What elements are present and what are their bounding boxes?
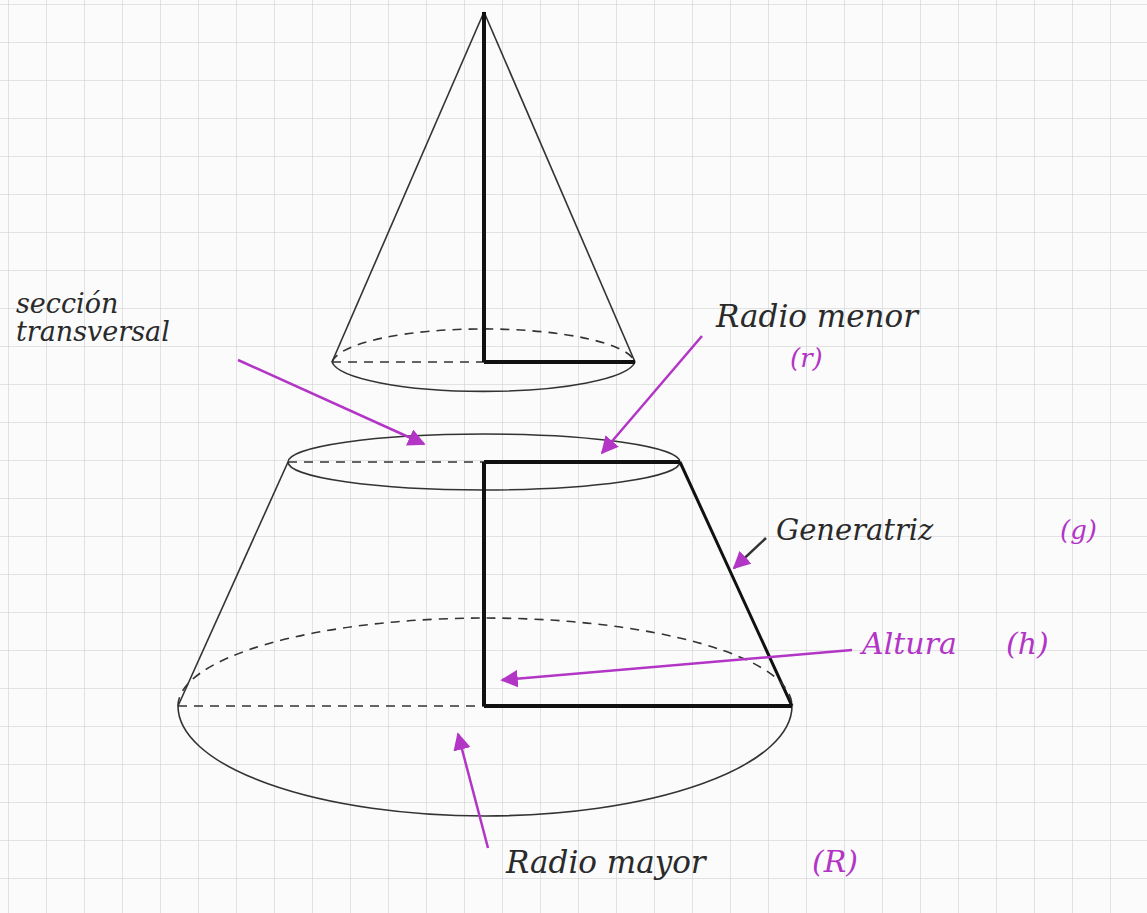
generatrix-label: Generatriz <box>776 515 933 545</box>
symbol-label: (R) <box>812 846 858 878</box>
major-radius-label: Radio mayor <box>506 846 706 879</box>
height-label: Altura <box>862 628 957 660</box>
symbol-label: (r) <box>790 345 823 372</box>
symbol-label: (g) <box>1060 517 1097 544</box>
symbol-label: (h) <box>1006 628 1049 660</box>
cross-section-label: sección transversal <box>16 290 246 347</box>
frustum <box>178 434 792 816</box>
leader-arrows <box>238 336 852 848</box>
cone <box>332 12 635 391</box>
minor-radius-label: Radio menor <box>716 300 918 333</box>
